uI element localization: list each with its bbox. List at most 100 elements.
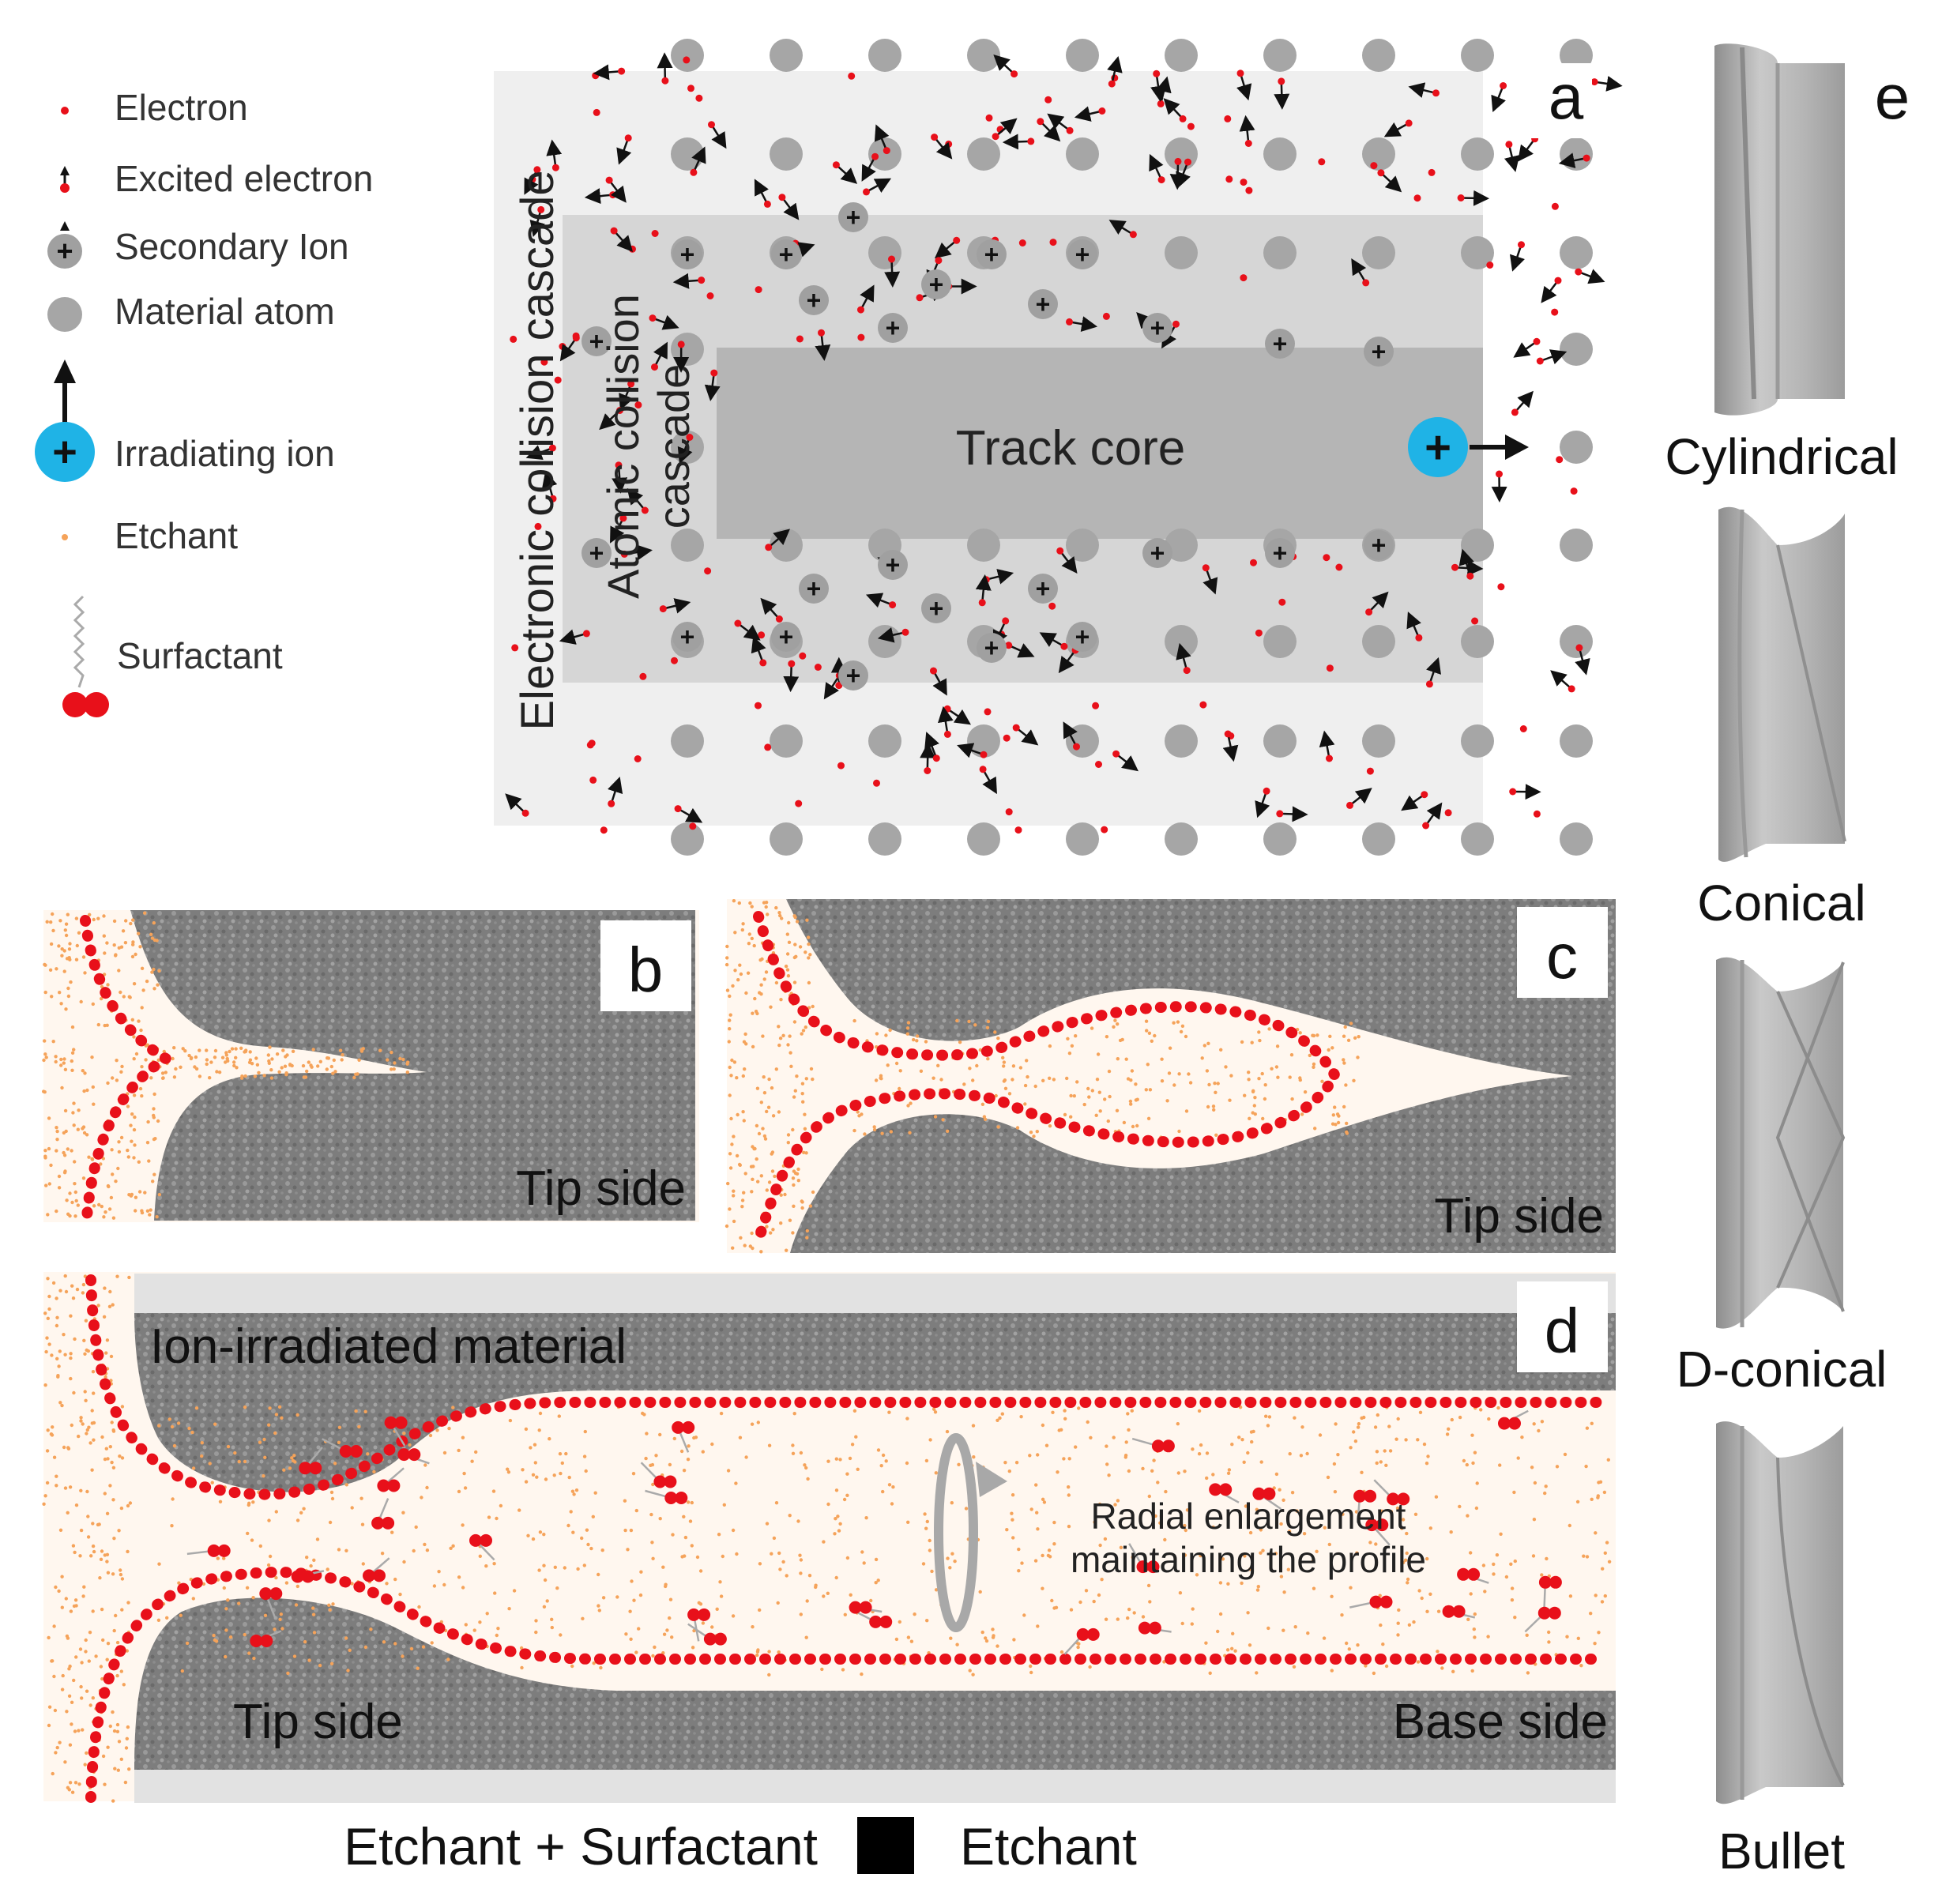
etchant-particle [181,1047,185,1051]
electron [1240,274,1248,282]
etchant-particle [1226,1471,1231,1476]
etchant-particle [743,1032,747,1037]
secondary-ion-plus: + [846,203,861,231]
etchant-particle [593,1491,597,1495]
etchant-particle [701,1621,706,1625]
etchant-particle [1130,1409,1135,1413]
etchant-particle [68,1485,73,1489]
etchant-particle [294,1603,299,1607]
etchant-particle [62,1445,66,1450]
etchant-particle [863,1132,867,1136]
etchant-particle [506,1467,510,1471]
panel-e-letter: e [1875,62,1910,132]
etchant-particle [1545,1556,1549,1561]
etchant-particle [799,1558,804,1562]
etchant-particle [134,1209,137,1213]
etchant-particle [820,1667,824,1672]
electron [1415,634,1423,642]
electron [1018,239,1026,246]
etchant-particle [755,1650,760,1654]
etchant-particle [66,1147,70,1151]
etchant-particle [923,1512,927,1516]
etchant-particle [1420,1596,1424,1601]
etchant-particle [1048,1044,1052,1048]
etchant-particle [130,954,135,959]
etchant-particle [1153,1033,1157,1038]
electron [1174,157,1182,165]
etchant-particle [955,1642,959,1646]
etchant-particle [550,1625,554,1630]
etchant-particle [47,1116,51,1120]
etchant-particle [123,941,128,945]
etchant-particle [799,1612,803,1616]
etchant-particle [1547,1640,1551,1644]
etchant-particle [1135,1123,1139,1128]
etchant-particle [69,1376,73,1381]
etchant-particle [1533,1481,1537,1485]
etchant-particle [946,1129,950,1134]
etchant-particle [786,1043,790,1047]
etchant-particle [1520,1436,1524,1439]
etchant-particle [352,1075,356,1080]
etchant-particle [86,1349,91,1353]
etchant-particle [1353,1036,1357,1040]
etchant-particle [1279,1522,1283,1526]
material-atom [1165,822,1198,856]
etchant-particle [64,922,69,926]
etchant-particle [1270,1067,1274,1071]
etchant-particle [77,1434,81,1439]
etchant-particle [731,1614,736,1618]
secondary-ion [1028,574,1058,604]
etchant-particle [962,1082,966,1086]
etchant-particle [74,1503,79,1507]
etchant-particle [401,1654,405,1658]
etchant-particle [1525,1633,1529,1637]
etchant-particle [728,1093,732,1097]
etchant-particle [888,1028,892,1033]
legend-swatch [857,1817,914,1874]
surfactant-head [469,1533,482,1547]
etchant-particle [75,943,80,948]
etchant-particle [1344,1083,1348,1087]
etchant-particle [759,1250,763,1254]
etchant-particle [1333,1105,1337,1109]
etchant-particle [876,1448,881,1452]
etchant-particle [950,1552,954,1556]
etchant-particle [735,1076,739,1080]
etchant-particle [1312,1586,1316,1590]
etchant-particle [228,1635,233,1639]
etchant-particle [739,972,743,976]
etchant-particle [741,1074,745,1078]
etchant-particle [1603,1594,1608,1598]
etchant-particle [337,1425,342,1430]
etchant-particle [88,1631,92,1635]
material-atom [1560,822,1593,856]
etchant-particle [971,1673,975,1676]
etchant-particle [85,1088,89,1093]
etchant-particle [45,1449,50,1453]
etchant-particle [1118,1038,1123,1043]
etchant-particle [115,1274,119,1278]
surfactant-head [1148,1621,1161,1635]
etchant-particle [1312,1062,1316,1067]
svg-text:+: + [1425,422,1451,473]
electron [548,444,556,452]
surfactant-layer-c [753,911,1342,1246]
etchant-particle [140,966,145,971]
etchant-particle [1092,1599,1096,1604]
etchant-particle [1041,1586,1044,1590]
etchant-particle [111,1429,116,1433]
etchant-particle [275,1052,280,1056]
etchant-particle [1516,1456,1520,1460]
etchant-particle [263,1455,267,1460]
etchant-particle [1086,1086,1090,1091]
etchant-particle [639,1570,643,1574]
secondary-ion [1265,538,1295,568]
etchant-particle [140,1094,144,1098]
etchant-particle [1537,1428,1541,1433]
etchant-particle [1259,1551,1263,1555]
etchant-particle [76,1127,81,1131]
etchant-particle [82,1585,86,1589]
etchant-particle [47,1705,52,1709]
etchant-particle [105,1511,110,1516]
